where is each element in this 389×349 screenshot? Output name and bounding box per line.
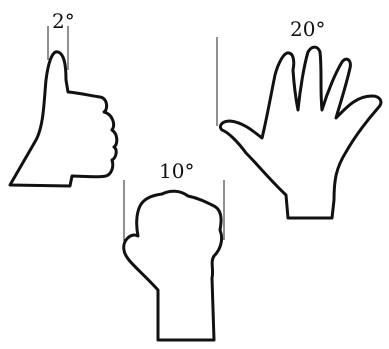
open-palm-gesture bbox=[217, 37, 381, 218]
palm-angle-label: 20° bbox=[290, 19, 325, 39]
open-palm-hand-outline bbox=[220, 47, 380, 218]
fist-gesture bbox=[124, 180, 224, 340]
fist-angle-label: 10° bbox=[159, 161, 194, 181]
thumbs-up-hand-outline bbox=[10, 52, 117, 186]
fist-hand-outline bbox=[124, 191, 222, 340]
thumb-angle-label: 2° bbox=[52, 11, 75, 31]
thumbs-up-gesture bbox=[10, 26, 117, 186]
